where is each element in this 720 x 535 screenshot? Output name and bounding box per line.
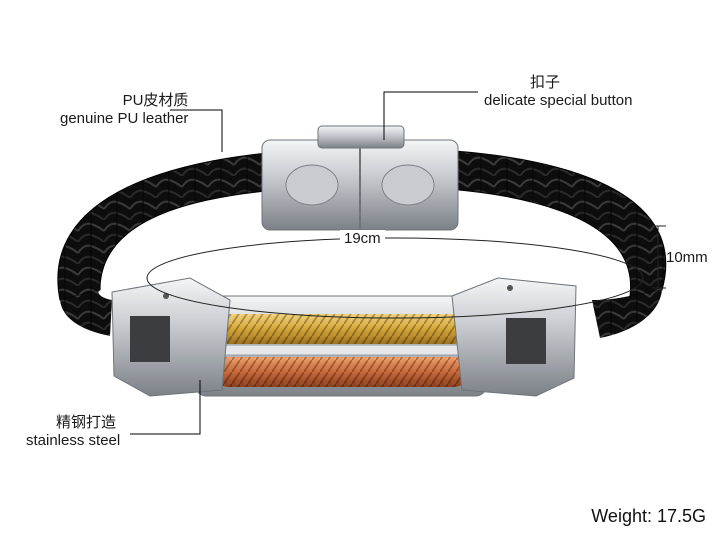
leather-callout-line [170,109,223,152]
steel-label-en: stainless steel [26,432,121,449]
steel-callout-line [130,380,201,435]
button-label-zh: 扣子 [530,74,561,91]
button-callout-line [383,91,478,140]
leather-label-zh: PU皮材质 [122,92,189,109]
leather-band [57,147,667,338]
button-label: 扣子 delicate special button [484,74,632,110]
button-label-en: delicate special button [484,92,633,109]
weight-label: Weight: 17.5G [591,506,706,526]
width-dimension-bracket [652,225,666,289]
end-link-left [111,277,231,397]
width-label: 10mm [666,249,708,266]
steel-label: 精钢打造 stainless steel [26,414,120,450]
clasp [261,125,459,231]
length-label: 19cm [340,230,385,247]
end-link-right [451,277,577,397]
steel-label-zh: 精钢打造 [56,414,117,431]
leather-label: PU皮材质 genuine PU leather [60,92,188,128]
length-dimension-ellipse [146,237,644,319]
steel-plate [195,295,487,397]
leather-label-en: genuine PU leather [60,110,189,127]
